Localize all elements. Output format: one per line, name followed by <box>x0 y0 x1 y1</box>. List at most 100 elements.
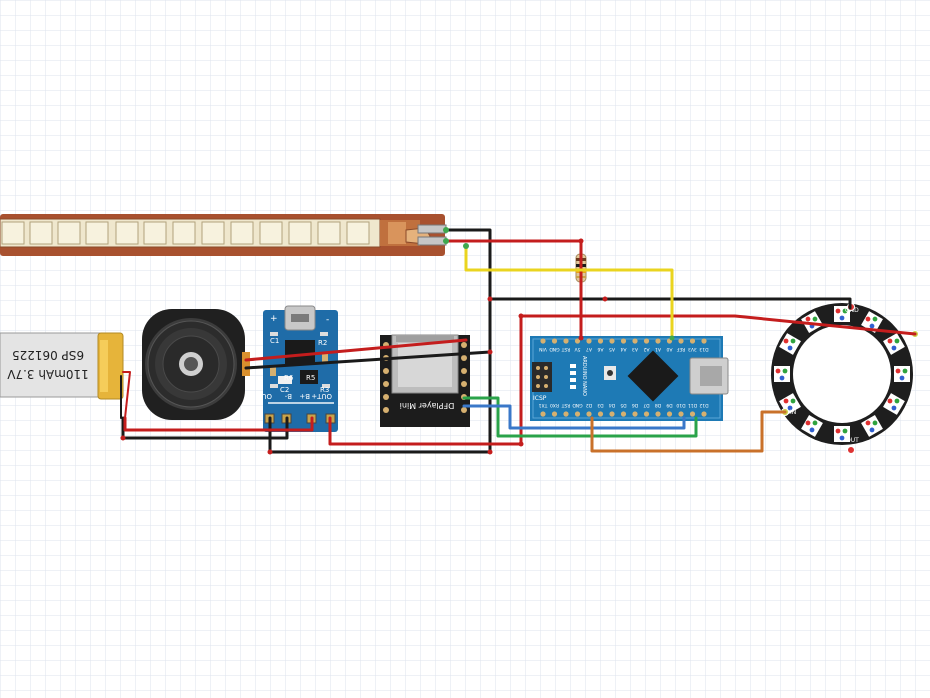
wire-red-speaker <box>244 338 468 362</box>
nano-pin-bottom-row[interactable] <box>643 338 650 344</box>
wire-red-charger-out <box>328 416 523 446</box>
wire-black-battery-ground <box>121 416 289 440</box>
ring-led <box>801 311 823 333</box>
nano-pin-label: A1 <box>655 346 661 352</box>
flex-sensor[interactable] <box>0 214 447 256</box>
nano-pin-bottom-row[interactable] <box>689 338 696 344</box>
nano-pin-label: A5 <box>609 346 615 352</box>
nano-pin-label: D3 <box>597 402 603 408</box>
neopixel-ring[interactable]: GND PWR IN OUT <box>771 303 922 454</box>
wire-orange-data <box>590 410 787 453</box>
ring-led <box>834 306 850 322</box>
nano-pin-bottom-row[interactable] <box>563 338 569 344</box>
charger-part-c2: C2 <box>280 386 289 394</box>
nano-pin-top-row[interactable] <box>609 411 615 417</box>
ring-led <box>801 415 823 437</box>
ring-label-out: OUT <box>846 437 859 444</box>
nano-pin-top-row[interactable] <box>540 411 546 417</box>
nano-pin-top-row[interactable] <box>632 411 638 417</box>
battery-capacity-label: 110mAh 3.7V <box>6 367 88 381</box>
charger-part-r5: R5 <box>306 374 315 382</box>
speaker[interactable] <box>142 309 250 420</box>
ring-led <box>861 415 883 437</box>
charger-pin-b-plus: B+ <box>299 392 310 400</box>
nano-pin-top-row[interactable] <box>701 411 707 417</box>
nano-pin-label: 5V <box>574 346 581 352</box>
nano-pin-top-row[interactable] <box>643 411 650 417</box>
nano-pin-label: RST <box>561 346 570 352</box>
nano-pin-label: REF <box>676 346 685 352</box>
ring-led <box>834 426 850 442</box>
lipo-battery[interactable]: 110mAh 3.7V 6SP 061225 <box>0 332 124 400</box>
wire-endpoints <box>120 227 675 455</box>
nano-pin-top-row[interactable] <box>666 411 673 417</box>
nano-pin-label: VIN <box>539 346 547 352</box>
ring-led <box>779 333 801 355</box>
nano-pin-top-row[interactable] <box>586 411 592 417</box>
dfplayer-label: DFPlayer Mini <box>400 401 455 410</box>
nano-pin-top-row[interactable] <box>563 411 569 417</box>
nano-icsp-label: ICSP <box>533 395 547 402</box>
nano-pin-top-row[interactable] <box>597 411 604 417</box>
dfplayer-module[interactable]: DFPlayer Mini <box>380 334 470 427</box>
ring-label-in: IN <box>790 409 796 416</box>
nano-pin-label: GND <box>572 402 583 408</box>
nano-pin-bottom-row[interactable] <box>632 338 638 344</box>
nano-pin-top-row[interactable] <box>551 411 558 417</box>
nano-pin-label: D10 <box>676 402 685 408</box>
nano-pin-top-row[interactable] <box>655 411 661 417</box>
nano-pin-bottom-row[interactable] <box>678 338 684 344</box>
charger-part-c1: C1 <box>270 337 279 345</box>
ring-led <box>883 333 905 355</box>
wire-yellow-sensor <box>464 244 674 340</box>
nano-pin-top-row[interactable] <box>620 411 627 417</box>
nano-pin-label: D7 <box>643 402 649 408</box>
ring-led <box>774 366 790 382</box>
charger-part-r2: R2 <box>318 339 327 347</box>
nano-pin-top-row[interactable] <box>574 411 581 417</box>
ring-label-pwr: PWR <box>908 336 922 343</box>
nano-pin-bottom-row[interactable] <box>609 338 615 344</box>
nano-name-label: ARDUINO NANO <box>581 356 587 396</box>
nano-pin-bottom-row[interactable] <box>701 338 707 344</box>
charger-pin-minus: - <box>326 315 329 325</box>
charger-pin-out-minus: OUT- <box>255 392 272 400</box>
nano-pin-label: D8 <box>655 402 661 408</box>
nano-pin-bottom-row[interactable] <box>574 338 581 344</box>
wire-black-speaker <box>244 350 492 370</box>
charger-pin-plus: + <box>270 314 278 324</box>
nano-pin-label: D11 <box>688 402 697 408</box>
ring-led <box>861 311 883 333</box>
nano-pin-label: D6 <box>632 402 638 408</box>
nano-pin-top-row[interactable] <box>678 411 684 417</box>
battery-model-label: 6SP 061225 <box>12 348 84 362</box>
nano-pin-bottom-row[interactable] <box>540 338 546 344</box>
nano-pin-label: RST <box>561 402 570 408</box>
wire-red-power-rail <box>519 314 917 446</box>
nano-pin-bottom-row[interactable] <box>655 338 661 344</box>
wire-blue-serial <box>462 404 686 430</box>
nano-pin-bottom-row[interactable] <box>586 338 592 344</box>
nano-pin-bottom-row[interactable] <box>620 338 627 344</box>
wire-green-serial <box>462 396 698 438</box>
charger-part-r6: R6 <box>284 374 294 382</box>
nano-pin-label: A6 <box>597 346 603 352</box>
wire-black-ring-ground <box>488 297 852 310</box>
nano-pin-bottom-row[interactable] <box>597 338 604 344</box>
nano-pin-label: D5 <box>620 402 626 408</box>
nano-pin-label: D12 <box>699 402 708 408</box>
wire-battery-lead-red <box>122 371 131 419</box>
charger-pin-b-minus: B- <box>284 392 292 400</box>
wire-red-battery <box>123 416 314 432</box>
nano-pin-bottom-row[interactable] <box>551 338 558 344</box>
nano-pin-label: D13 <box>699 346 708 352</box>
nano-pin-label: 3V3 <box>688 346 697 352</box>
nano-pin-label: A7 <box>586 346 592 352</box>
ring-led <box>894 366 910 382</box>
charger-module[interactable]: - + C1 R2 R6 R5 C2 R3 OUT- B- B+ OUT+ <box>255 305 338 432</box>
nano-pin-label: D2 <box>586 402 592 408</box>
nano-pin-label: A4 <box>620 346 626 352</box>
nano-pin-top-row[interactable] <box>689 411 696 417</box>
